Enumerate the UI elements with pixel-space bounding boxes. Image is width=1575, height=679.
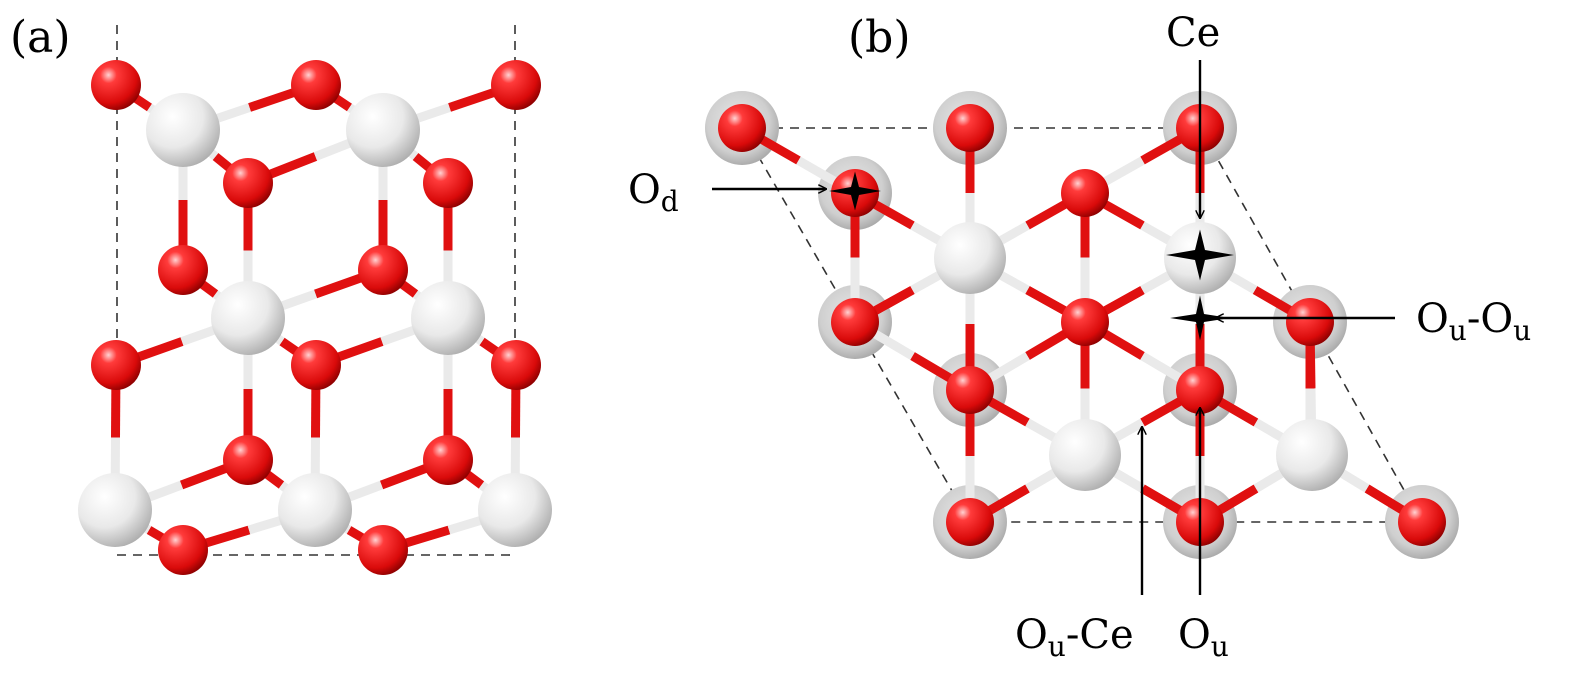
oxygen-atom-b-8 [946, 366, 994, 414]
cerium-atom-b-0 [934, 222, 1006, 294]
panel-b-unit-cell [740, 127, 1424, 523]
label-ou-ou: Ou-Ou [1416, 296, 1531, 347]
oxygen-atom-b-0 [718, 104, 766, 152]
site-marker-ce [1166, 229, 1234, 281]
oxygen-atom-b-1 [946, 104, 994, 152]
label-ou-ou-sub1: u [1449, 314, 1467, 347]
oxygen-atom-a-20 [358, 525, 408, 575]
oxygen-atom-a-13 [491, 340, 541, 390]
oxygen-atom-b-4 [1061, 169, 1109, 217]
label-od-sub: d [661, 185, 679, 218]
oxygen-atom-b-12 [1398, 498, 1446, 546]
panel-b-top-view: (b) Ce Od Ou-Ou Ou-Ce Ou [628, 10, 1531, 663]
label-ou-ou-sub2: u [1513, 314, 1531, 347]
oxygen-atom-a-6 [423, 158, 473, 208]
oxygen-atom-b-10 [946, 498, 994, 546]
oxygen-atom-b-9 [1176, 366, 1224, 414]
oxygen-atom-a-19 [158, 525, 208, 575]
cerium-atom-a-17 [278, 473, 352, 547]
site-marker-od [829, 171, 881, 211]
oxygen-atom-a-2 [491, 60, 541, 110]
oxygen-atom-a-7 [158, 245, 208, 295]
cerium-atom-a-16 [78, 473, 152, 547]
label-ou-ce-main: O [1015, 612, 1048, 658]
cell-b-parallelogram [740, 127, 1424, 523]
oxygen-atom-a-12 [291, 340, 341, 390]
label-ce: Ce [1166, 10, 1220, 56]
oxygen-atom-a-0 [91, 60, 141, 110]
panel-b-site-markers [829, 171, 1234, 341]
cerium-atom-b-3 [1276, 419, 1348, 491]
label-ou-ce-sub: u [1048, 630, 1066, 663]
oxygen-atom-a-5 [223, 158, 273, 208]
panel-a-side-view: (a) [10, 12, 552, 575]
label-ou-ou-main2: O [1480, 296, 1513, 342]
cerium-atom-a-4 [346, 93, 420, 167]
panel-a-label: (a) [10, 12, 71, 63]
label-ou-ce: Ou-Ce [1015, 612, 1134, 663]
label-ou: Ou [1178, 612, 1229, 663]
cerium-atom-b-2 [1049, 419, 1121, 491]
cerium-atom-a-9 [211, 281, 285, 355]
panel-b-label: (b) [848, 12, 911, 63]
oxygen-atom-a-8 [358, 245, 408, 295]
label-ou-ou-main1: O [1416, 296, 1449, 342]
annotation-arrows [712, 60, 1395, 595]
cerium-atom-a-10 [411, 281, 485, 355]
oxygen-atom-a-15 [423, 435, 473, 485]
label-od: Od [628, 167, 679, 218]
oxygen-atom-b-5 [831, 298, 879, 346]
panel-a-atoms [78, 60, 552, 575]
oxygen-atom-a-1 [291, 60, 341, 110]
label-ou-ce-rest: -Ce [1066, 612, 1134, 658]
label-od-main: O [628, 167, 661, 213]
cerium-atom-a-18 [478, 473, 552, 547]
site-marker-ou-ou [1170, 295, 1230, 341]
oxygen-atom-a-11 [91, 340, 141, 390]
label-ou-sub: u [1211, 630, 1229, 663]
cerium-atom-a-3 [146, 93, 220, 167]
oxygen-atom-a-14 [223, 435, 273, 485]
oxygen-atom-b-6 [1061, 298, 1109, 346]
label-ou-ou-dash: - [1467, 296, 1481, 342]
label-ou-main: O [1178, 612, 1211, 658]
oxygen-atom-b-7 [1286, 298, 1334, 346]
